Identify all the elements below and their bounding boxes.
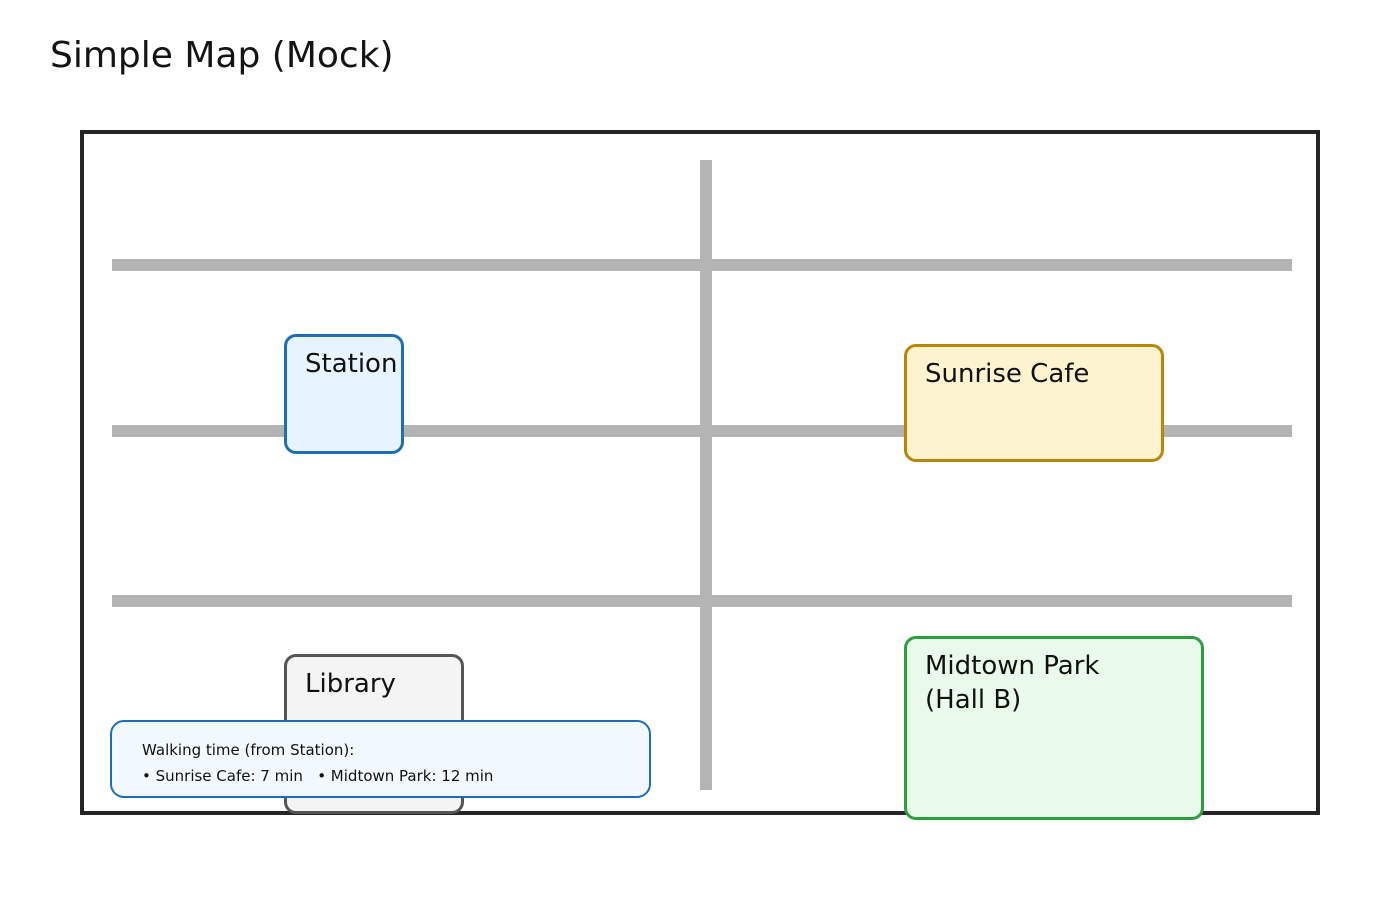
place-sunrise-cafe[interactable]: Sunrise Cafe bbox=[904, 344, 1164, 462]
map-canvas[interactable]: Station Sunrise Cafe Library Midtown Par… bbox=[80, 130, 1320, 820]
place-midtown-park-label: Midtown Park (Hall B) bbox=[925, 651, 1100, 715]
legend-title: Walking time (from Station): bbox=[142, 741, 355, 759]
place-midtown-park[interactable]: Midtown Park (Hall B) bbox=[904, 636, 1204, 820]
place-library-label: Library bbox=[305, 669, 396, 699]
legend-items: • Sunrise Cafe: 7 min • Midtown Park: 12… bbox=[142, 767, 494, 785]
place-station-label: Station bbox=[305, 349, 398, 379]
road-vertical-main bbox=[700, 160, 712, 790]
place-station[interactable]: Station bbox=[284, 334, 404, 454]
walking-time-legend[interactable]: Walking time (from Station): • Sunrise C… bbox=[110, 720, 651, 798]
place-sunrise-cafe-label: Sunrise Cafe bbox=[925, 359, 1090, 389]
page-title: Simple Map (Mock) bbox=[50, 35, 394, 76]
